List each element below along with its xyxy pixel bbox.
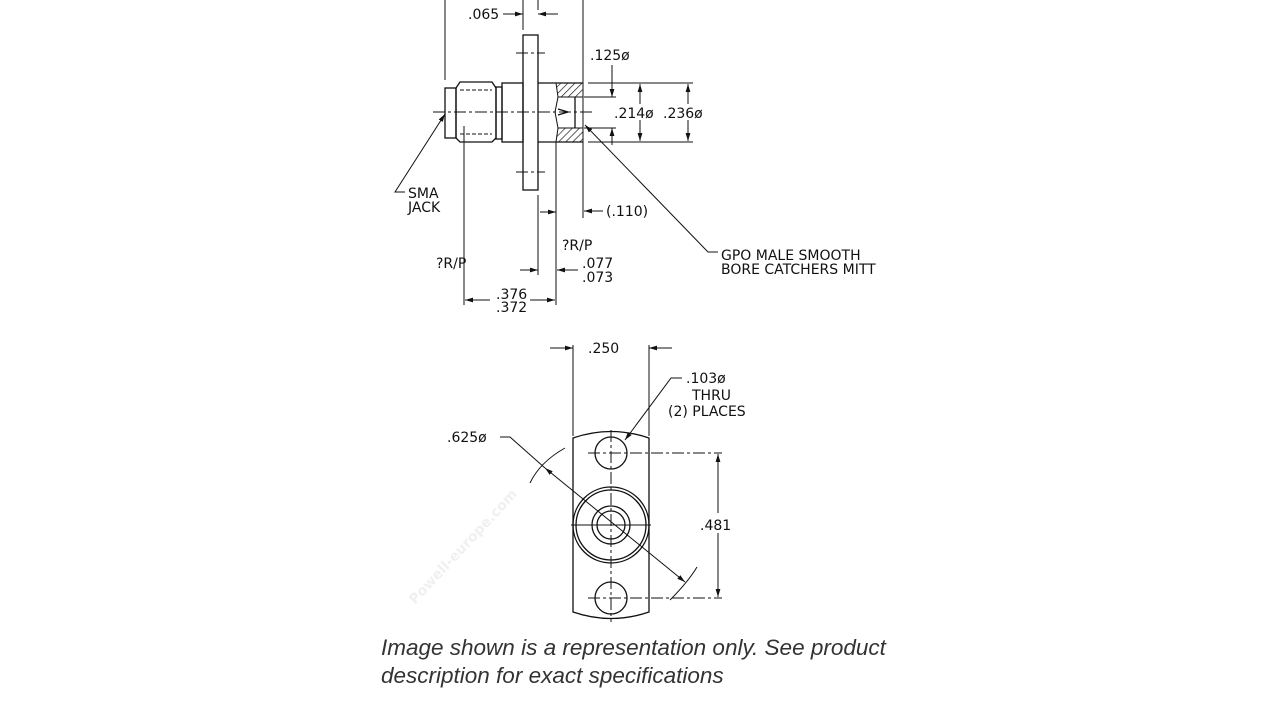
caption-line-2: description for exact specifications (381, 663, 724, 688)
watermark: Powell-europe.com (406, 486, 521, 607)
dim-length-max: .376 (496, 287, 527, 303)
dim-hole-note-1: THRU (691, 388, 731, 404)
label-sma-jack-1: SMA (408, 186, 439, 202)
dim-bore-dia: .214ø (614, 106, 654, 122)
label-gpo-1: GPO MALE SMOOTH (721, 248, 861, 264)
dim-outer-dia: .236ø (663, 106, 703, 122)
dim-hole-dia: .103ø (686, 371, 726, 387)
caption-line-1: Image shown is a representation only. Se… (381, 635, 886, 660)
dim-offset-min: .073 (582, 270, 613, 286)
dim-rp-right: ?R/P (562, 238, 592, 254)
dim-pin-dia: .125ø (590, 48, 630, 64)
dim-rp-left: ?R/P (436, 256, 466, 272)
dim-offset-max: .077 (582, 256, 613, 272)
disclaimer-caption: Image shown is a representation only. Se… (381, 634, 941, 690)
front-view: .250 .481 .103ø THRU (2) PLACES .625ø (447, 341, 746, 622)
dim-length-min: .372 (496, 300, 527, 316)
label-sma-jack-2: JACK (407, 200, 441, 216)
dim-hole-spacing: .481 (700, 518, 731, 534)
dim-flange-thickness: .065 (468, 7, 499, 23)
dim-width: .250 (588, 341, 619, 357)
dim-hole-note-2: (2) PLACES (668, 404, 746, 420)
dim-flange-dia: .625ø (447, 430, 487, 446)
label-gpo-2: BORE CATCHERS MITT (721, 262, 876, 278)
dim-recess: (.110) (606, 204, 648, 220)
side-view: .125ø .214ø .236ø .065 (.110) ?R/P .077 … (394, 0, 876, 316)
